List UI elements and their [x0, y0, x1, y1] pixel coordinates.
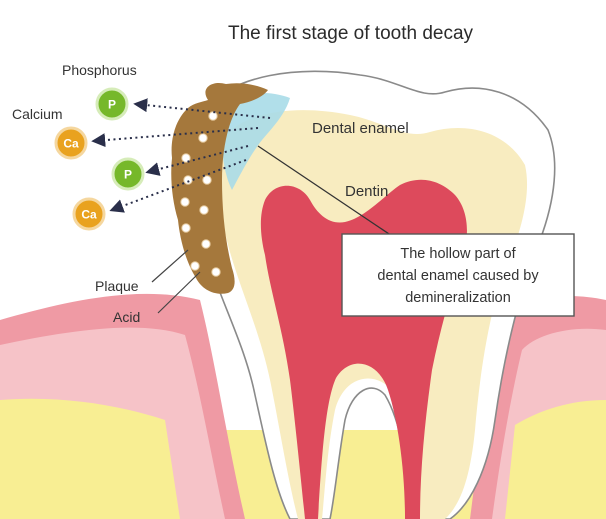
- plaque-pointer-line: [151, 249, 189, 283]
- calcium-ion-2: Ca: [72, 197, 106, 231]
- phosphorus-ion-1: P: [95, 87, 129, 121]
- label-plaque: Plaque: [95, 278, 139, 294]
- plaque-acid-dots: [180, 111, 221, 277]
- callout-line-1: The hollow part of: [400, 246, 516, 262]
- acid-pointer-line: [157, 271, 201, 314]
- mineral-loss-arrows: [91, 98, 271, 213]
- callout-box: [341, 233, 575, 317]
- label-acid: Acid: [113, 309, 140, 325]
- callout-line-2: dental enamel caused by: [377, 268, 539, 284]
- label-dental-enamel: Dental enamel: [312, 120, 409, 137]
- phosphorus-ion-2: P: [111, 157, 145, 191]
- bone-under-gum: [0, 398, 606, 519]
- svg-text:Ca: Ca: [81, 208, 97, 222]
- label-phosphorus: Phosphorus: [62, 62, 137, 78]
- calcium-ion-1: Ca: [54, 126, 88, 160]
- label-calcium: Calcium: [12, 106, 63, 122]
- svg-text:P: P: [124, 168, 132, 182]
- diagram-title: The first stage of tooth decay: [228, 23, 474, 44]
- callout-leader-line: [257, 145, 399, 241]
- plaque: [171, 82, 268, 294]
- svg-text:Ca: Ca: [63, 137, 79, 151]
- label-dentin: Dentin: [345, 183, 388, 200]
- demineralized-enamel-area: [220, 92, 290, 190]
- svg-text:P: P: [108, 98, 116, 112]
- callout-line-3: demineralization: [405, 290, 511, 306]
